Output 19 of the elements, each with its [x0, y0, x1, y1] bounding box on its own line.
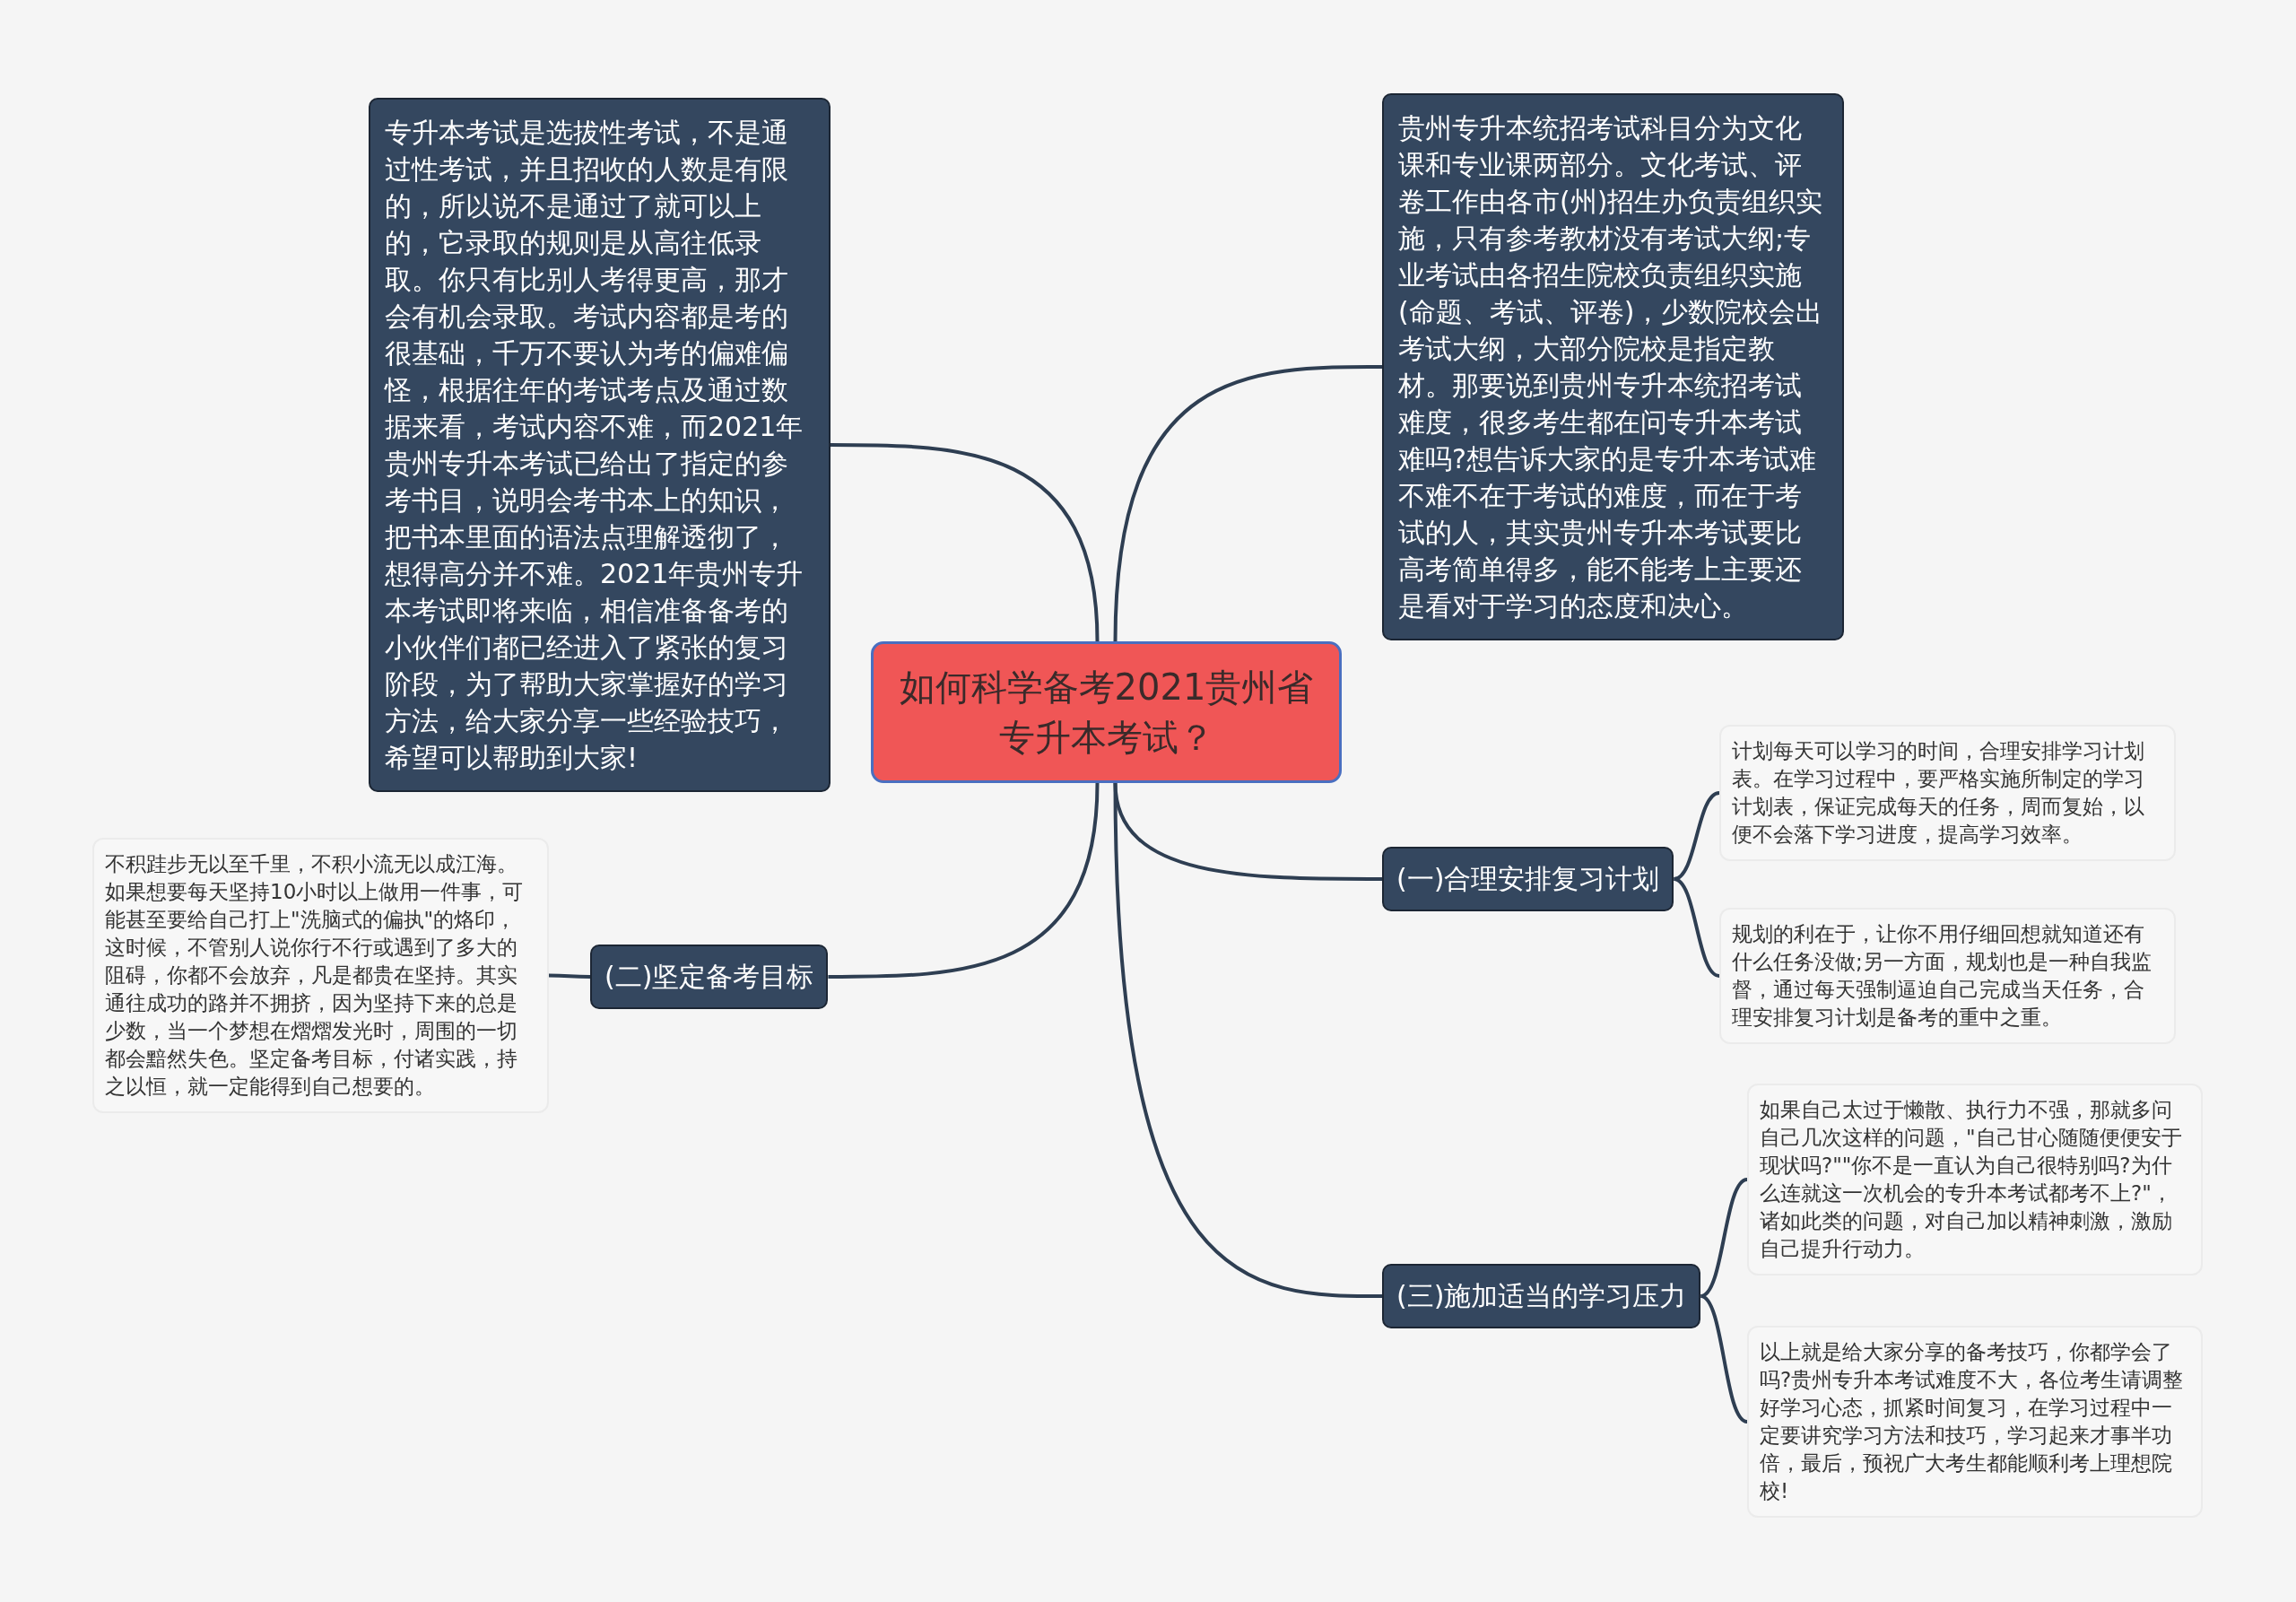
central-topic-box: 如何科学备考2021贵州省专升本考试？: [871, 641, 1342, 783]
connector-line: [1673, 791, 1720, 881]
connector-line: [1113, 782, 1382, 1298]
text-card: 如果自己太过于懒散、执行力不强，那就多问自己几次这样的问题，"自己甘心随随便便安于现状吗?""你不是一直认为自己很特别吗?为什么连就这一次机会的专升本考试都考不上?"，诸如此类的问题，对自己加以精神刺激，激励自己提升行动力。: [1747, 1084, 2203, 1276]
text-card: 规划的利在于，让你不用仔细回想就知道还有什么任务没做;另一方面，规划也是一种自我监督，通过每天强制逼迫自己完成当天任务，合理安排复习计划是备考的重中之重。: [1719, 908, 2176, 1044]
text-card: 以上就是给大家分享的备考技巧，你都学会了吗?贵州专升本考试难度不大，各位考生请调整好学习心态，抓紧时间复习，在学习过程中一定要讲究学习方法和技巧，学习起来才事半功倍，最后，预祝广大考生都能顺利考上理想院校!: [1747, 1326, 2203, 1518]
topic-box: (二)坚定备考目标: [590, 945, 829, 1009]
text-card: 专升本考试是选拔性考试，不是通过性考试，并且招收的人数是有限的，所以说不是通过了就可以上的，它录取的规则是从高往低录取。你只有比别人考得更高，那才会有机会录取。考试内容都是考的很基础，千万不要认为考的偏难偏怪，根据往年的考试考点及通过数据来看，考试内容不难，而2021年贵州专升本考试已给出了指定的参考书目，说明会考书本上的知识，把书本里面的语法点理解透彻了，想得高分并不难。2021年贵州专升本考试即将来临，相信准备备考的小伙伴们都已经进入了紧张的复习阶段，为了帮助大家掌握好的学习方法，给大家分享一些经验技巧，希望可以帮助到大家!: [369, 98, 831, 792]
text-card: 不积跬步无以至千里，不积小流无以成江海。如果想要每天坚持10小时以上做用一件事，可能甚至要给自己打上"洗脑式的偏执"的烙印，这时候，不管别人说你行不行或遇到了多大的阻碍，你都不会放弃，凡是都贵在坚持。其实通往成功的路并不拥挤，因为坚持下来的总是少数，当一个梦想在熠熠发光时，周围的一切都会黯然失色。坚定备考目标，付诸实践，持之以恒，就一定能得到自己想要的。: [92, 838, 549, 1113]
text-card: 计划每天可以学习的时间，合理安排学习计划表。在学习过程中，要严格实施所制定的学习计划表，保证完成每天的任务，周而复始，以便不会落下学习进度，提高学习效率。: [1719, 725, 2176, 861]
connector-line: [1673, 877, 1720, 978]
connector-line: [549, 973, 590, 979]
topic-box: (一)合理安排复习计划: [1382, 847, 1674, 911]
topic-box: (三)施加适当的学习压力: [1382, 1264, 1701, 1328]
connector-line: [1700, 1294, 1748, 1424]
connector-line: [831, 443, 1100, 642]
text-card: 贵州专升本统招考试科目分为文化课和专业课两部分。文化考试、评卷工作由各市(州)招生办负责组织实施，只有参考教材没有考试大纲;专业考试由各招生院校负责组织实施(命题、考试、评卷)，少数院校会出考试大纲，大部分院校是指定教材。那要说到贵州专升本统招考试难度，很多考生都在问专升本考试难吗?想告诉大家的是专升本考试难不难不在于考试的难度，而在于考试的人，其实贵州专升本考试要比高考简单得多，能不能考上主要还是看对于学习的态度和决心。: [1382, 93, 1844, 640]
connector-line: [1113, 365, 1382, 642]
connector-line: [828, 782, 1100, 979]
